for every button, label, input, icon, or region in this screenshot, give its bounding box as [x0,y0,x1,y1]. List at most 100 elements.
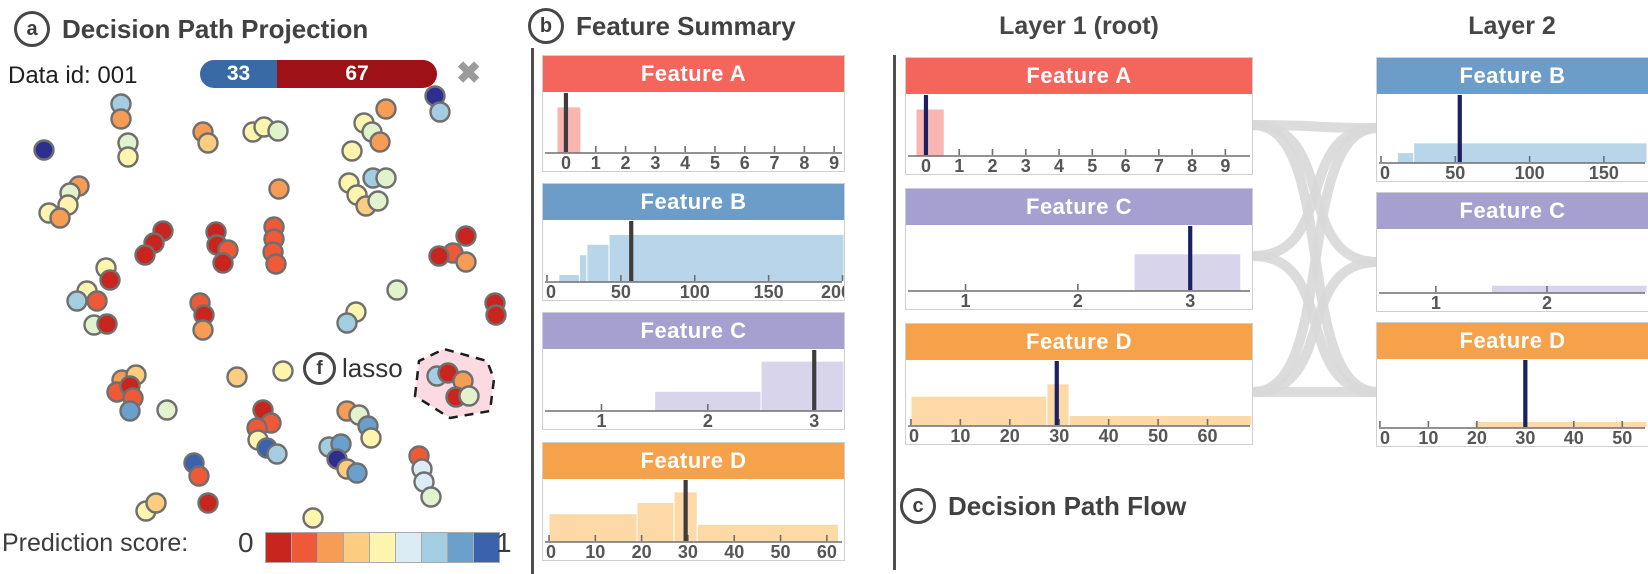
scatter-dot[interactable] [302,507,324,529]
legend-max-value: 1 [496,527,512,558]
decision-path-flow-title: c Decision Path Flow [900,488,1186,524]
histogram-bar [910,395,1048,427]
chart-header: Feature B [543,184,844,220]
axis-tick-label: 20 [632,542,652,560]
projection-title-text: Decision Path Projection [62,13,369,44]
legend-color-swatch [291,532,318,563]
chart-header: Feature B [1377,58,1648,94]
chart-header: Feature C [906,189,1252,225]
prediction-score-legend-label: Prediction score: [2,529,189,557]
scatter-dot[interactable] [341,140,363,162]
scatter-dot[interactable] [458,385,480,407]
axis-tick-label: 3 [809,411,819,429]
histogram-bar [696,523,839,543]
flow-ribbon [1252,123,1379,397]
scatter-dot[interactable] [369,131,391,153]
axis-tick-label: 1 [1431,293,1441,311]
close-icon[interactable]: ✖ [456,57,482,90]
scatter-dot[interactable] [212,252,234,274]
histogram-bar [608,233,844,283]
scatter-dot[interactable] [455,251,477,273]
axis-tick-label: 1 [954,156,964,174]
axis-tick-label: 4 [680,153,690,171]
axis-tick-label: 2 [1542,293,1552,311]
histogram-bar [1068,414,1252,427]
scatter-dot[interactable] [420,486,442,508]
axis-tick-label: 1 [591,153,601,171]
scatter-dot[interactable] [346,462,368,484]
panel-divider-left [531,48,534,574]
chart-summary-feature-b[interactable]: Feature B050100150200 [542,183,845,301]
histogram-bar [1490,284,1647,294]
scatter-dot[interactable] [272,360,294,382]
scatter-dot[interactable] [485,304,507,326]
axis-tick-label: 5 [1087,156,1097,174]
scatter-dot[interactable] [197,132,219,154]
scatter-dot[interactable] [360,427,382,449]
panel-a-badge: a [14,11,50,47]
scatter-dot[interactable] [386,279,408,301]
axis-tick-label: 40 [724,542,744,560]
axis-tick-label: 6 [740,153,750,171]
axis-tick-label: 0 [1380,163,1390,181]
scatter-dot[interactable] [455,225,477,247]
scatter-dot[interactable] [33,139,55,161]
legend-color-swatch [317,532,344,563]
scatter-dot[interactable] [192,319,214,341]
axis-tick-label: 20 [1000,426,1020,444]
axis-tick-label: 0 [546,282,556,300]
axis-tick-label: 2 [1073,291,1083,309]
scatter-dot[interactable] [267,120,289,142]
scatter-dot[interactable] [336,312,358,334]
projection-scatter[interactable] [0,0,531,574]
scatter-dot[interactable] [117,146,139,168]
scatter-dot[interactable] [226,366,248,388]
scatter-dot[interactable] [266,443,288,465]
scatter-dot[interactable] [134,244,156,266]
scatter-dot[interactable] [375,167,397,189]
histogram-bar [586,243,610,283]
prediction-score-colormap [265,532,500,563]
scatter-dot[interactable] [66,290,88,312]
feature-summary-panel-title: b Feature Summary [528,8,796,44]
scatter-dot[interactable] [429,101,451,123]
scatter-dot[interactable] [375,98,397,120]
scatter-dot[interactable] [110,108,132,130]
chart-header: Feature A [543,56,844,92]
scatter-dot[interactable] [197,492,219,514]
scatter-dot[interactable] [49,207,71,229]
layer1-column-title: Layer 1 (root) [999,12,1159,40]
scatter-dot[interactable] [99,269,121,291]
axis-tick-label: 3 [650,153,660,171]
chart-plot: 050100150200 [545,221,844,300]
scatter-dot[interactable] [119,400,141,422]
scatter-dot[interactable] [188,465,210,487]
scatter-dot[interactable] [268,178,290,200]
scatter-dot[interactable] [428,245,450,267]
scatter-dot[interactable] [156,399,178,421]
axis-tick-label: 50 [1612,428,1632,446]
scatter-dot[interactable] [96,313,118,335]
scatter-dot[interactable] [145,492,167,514]
scatter-dot[interactable] [86,290,108,312]
panel-b-badge: b [528,8,564,44]
axis-tick-label: 7 [770,153,780,171]
scatter-dot[interactable] [367,190,389,212]
chart-header: Feature D [543,443,844,479]
legend-min-value: 0 [238,527,254,558]
scatter-dot[interactable] [265,253,287,275]
split-bar-right-segment: 67 [277,60,437,88]
lasso-label: lasso [342,353,403,383]
lasso-tag: f lasso [303,352,403,385]
